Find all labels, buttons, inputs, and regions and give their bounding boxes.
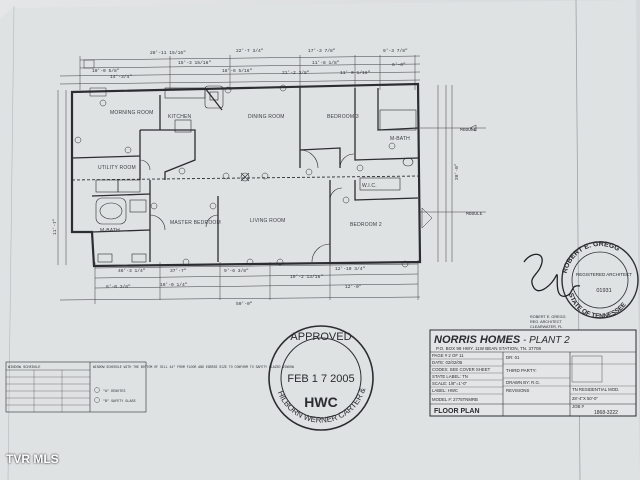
dim-bottom-h: 37'-7" xyxy=(170,268,187,274)
door-swings xyxy=(139,149,355,263)
room-label-master: MASTER BEDROOM xyxy=(170,220,221,226)
dim-bottom-a: 10'-0 1/4" xyxy=(160,282,188,288)
title-company: NORRIS HOMES xyxy=(434,334,521,346)
title-page: PAGE # 2 OF 11 xyxy=(432,353,464,358)
room-label-bedroom-3: BEDROOM 3 xyxy=(327,114,359,120)
marriage-line xyxy=(71,175,421,181)
title-job: JOB # xyxy=(572,404,585,409)
dim-left-overall: 11'-7" xyxy=(52,218,58,235)
dim-bottom-b: 9'-6 3/8" xyxy=(224,268,249,274)
title-size: 28'-4"X 50'-0" xyxy=(572,396,598,401)
interior-walls xyxy=(71,86,419,262)
schedule-title: WINDOW SCHEDULE xyxy=(8,366,40,370)
third-party-logo-box xyxy=(571,355,603,383)
title-sheet-name: FLOOR PLAN xyxy=(434,408,480,415)
title-drawn-by: DRAWN BY: R.G. xyxy=(506,380,540,385)
title-label: LABEL: HWC xyxy=(432,388,458,393)
room-label-utility: UTILITY ROOM xyxy=(98,165,136,171)
exterior-walls xyxy=(70,82,422,268)
dim-top-overall: 28'-11 15/16" xyxy=(150,50,186,56)
module-label-top: MODULE xyxy=(460,127,477,133)
room-label-m-bath-left: M-BATH xyxy=(100,228,120,234)
dim-right-overall: 28'-0" xyxy=(454,163,460,180)
title-codes: CODES: SEE COVER SHEET xyxy=(432,367,491,372)
stamp-date: FEB 1 7 2005 xyxy=(287,373,354,385)
title-architect-2: REG. ARCHITECT xyxy=(530,320,563,324)
stamp-initials: HWC xyxy=(304,394,337,410)
dim-bottom-overall: 50'-0" xyxy=(236,301,253,307)
fixtures xyxy=(95,85,417,263)
dim-top-b: 22'-7 3/4" xyxy=(236,48,264,54)
dim-bottom-g: 46'-3 1/4" xyxy=(118,268,146,274)
title-state: STATE LABEL: TN xyxy=(432,374,468,379)
schedule-note-a: "A" DENOTES xyxy=(103,389,125,394)
dim-top-f: 18'-6 5/16" xyxy=(222,68,253,74)
signature-mark xyxy=(523,253,581,297)
dim-top-j: 14'-3/4" xyxy=(110,74,132,80)
title-date: DATE: 02/02/05 xyxy=(432,360,463,365)
schedule-note-b: "B" SAFETY GLASS xyxy=(103,399,136,404)
title-architect: ROBERT E. GREGG xyxy=(530,315,566,319)
dim-top-h: 11'-8 1/8" xyxy=(312,60,340,66)
dim-top-c: 17'-3 7/8" xyxy=(308,48,336,54)
dim-bottom-d: 12'-10 3/4" xyxy=(335,266,366,272)
room-label-dining: DINING ROOM xyxy=(248,114,285,120)
stamp-approved-label: APPROVED xyxy=(290,331,351,343)
title-model: MODEL #: 2775TNMRB xyxy=(432,397,478,402)
dim-top-g: 21'-2 3/8" xyxy=(282,70,310,76)
module-label-bottom: MODULE xyxy=(466,211,483,217)
title-scale: SCALE: 1/8"=1'-0" xyxy=(432,381,468,386)
side-dimension-lines xyxy=(57,85,486,265)
dim-top-e: 10'-0 5/8" xyxy=(92,68,120,74)
schedule-note: WINDOW SCHEDULE WITH THE BOTTOM OF SILL … xyxy=(93,365,294,369)
title-block: NORRIS HOMES - PLANT 2 P.O. BOX 99 HWY. … xyxy=(429,315,637,417)
sheet-edge-line xyxy=(7,5,15,480)
callout-markers xyxy=(74,84,409,268)
dim-top-k: 6'-0" xyxy=(392,62,406,68)
title-dr: DR: 01 xyxy=(506,355,520,360)
bottom-dimension-lines xyxy=(59,260,421,304)
stray-marks xyxy=(83,59,477,229)
seal-number: 01931 xyxy=(596,288,611,294)
title-architect-3: CLEARWATER, FL xyxy=(530,325,562,329)
dim-top-d: 9'-3 7/8" xyxy=(383,48,408,54)
room-label-bedroom-2: BEDROOM 2 xyxy=(350,222,382,228)
window-schedule: WINDOW SCHEDULE WINDOW SCHEDULE WITH THE… xyxy=(5,361,294,413)
dim-bottom-f: 8'-0 3/8" xyxy=(106,284,131,290)
title-address: P.O. BOX 99 HWY. 11W BEAN STATION, TN. 3… xyxy=(436,346,542,351)
seal-line2: REGISTERED ARCHITECT xyxy=(576,272,632,277)
watermark-text: TVR MLS xyxy=(6,452,59,466)
room-label-kitchen: KITCHEN xyxy=(168,114,192,120)
room-label-m-bath-right: M-BATH xyxy=(390,136,410,142)
room-label-wic: W.I.C. xyxy=(362,183,377,189)
title-job-number: 1868-3222 xyxy=(594,410,618,416)
title-third-party: THIRD PARTY: xyxy=(506,368,537,373)
room-label-morning: MORNING ROOM xyxy=(110,110,154,116)
dim-bottom-c: 19'-2 13/16" xyxy=(290,274,323,280)
room-label-living: LIVING ROOM xyxy=(250,218,286,224)
dim-top-i: 11'-0 1/16" xyxy=(340,70,371,76)
title-description: TN RESIDENTIAL MOD. xyxy=(572,387,619,392)
dim-top-a: 15'-3 15/16" xyxy=(178,60,211,66)
title-plant: - PLANT 2 xyxy=(523,335,570,346)
dim-bottom-e: 12'-0" xyxy=(345,284,362,290)
title-revisions: REVISIONS xyxy=(506,388,530,393)
